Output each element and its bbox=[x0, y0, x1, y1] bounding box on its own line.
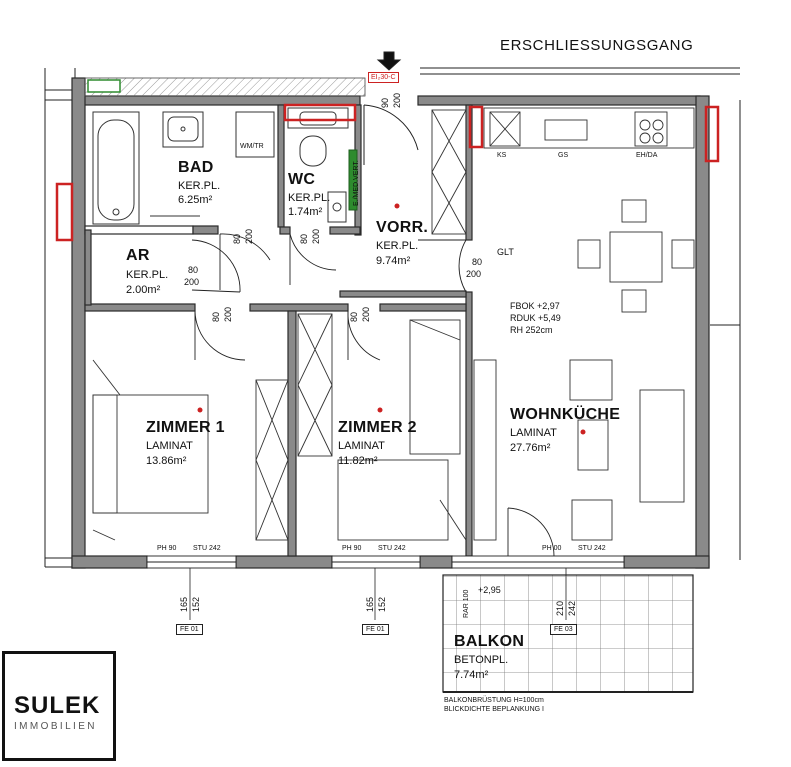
window-tag: FE 01 bbox=[176, 624, 203, 635]
kitchen-door-width: 80 bbox=[472, 257, 483, 267]
window-tag: FE 01 bbox=[362, 624, 389, 635]
room-area: 9.74m² bbox=[376, 255, 411, 267]
bad-sink bbox=[162, 111, 204, 148]
window-dim-2: 152 bbox=[377, 596, 387, 612]
wc-door-height: 200 bbox=[311, 228, 321, 244]
window-parapet: PH 90 bbox=[157, 545, 177, 552]
window-dim-1: 165 bbox=[365, 596, 375, 612]
gs-label: GS bbox=[558, 152, 569, 159]
entry-door-height: 200 bbox=[392, 92, 402, 108]
level-fbok: FBOK +2,97 bbox=[510, 301, 560, 311]
zimmer2-door-width: 80 bbox=[349, 311, 359, 322]
zimmer2-door-height: 200 bbox=[361, 306, 371, 322]
window-tag: FE 03 bbox=[550, 624, 577, 635]
corridor-label: ERSCHLIESSUNGSGANG bbox=[500, 37, 694, 54]
room-name: BAD bbox=[178, 159, 214, 176]
walls bbox=[71, 77, 710, 569]
window-dim-1: 210 bbox=[555, 600, 565, 616]
window-dim-1: 165 bbox=[179, 596, 189, 612]
window-height: STU 242 bbox=[193, 545, 221, 552]
window-height: STU 242 bbox=[578, 545, 606, 552]
room-name: WC bbox=[288, 171, 316, 188]
building-context bbox=[44, 67, 741, 568]
window-height: STU 242 bbox=[378, 545, 406, 552]
window-parapet: PH 90 bbox=[342, 545, 362, 552]
room-name: VORR. bbox=[376, 219, 429, 236]
washer bbox=[235, 111, 275, 158]
beds bbox=[92, 359, 467, 541]
wc-door-width: 80 bbox=[299, 233, 309, 244]
zimmer1-door-height: 200 bbox=[223, 306, 233, 322]
logo-name: SULEK bbox=[14, 692, 101, 719]
room-floor: LAMINAT bbox=[338, 440, 385, 452]
balcony-note-1: BALKONBRÜSTUNG H=100cm bbox=[444, 697, 544, 704]
bad-door-width: 80 bbox=[232, 233, 242, 244]
room-floor: BETONPL. bbox=[454, 654, 509, 666]
sofa bbox=[473, 359, 685, 541]
room-area: 6.25m² bbox=[178, 194, 213, 206]
door-arcs bbox=[191, 233, 555, 557]
room-floor: KER.PL. bbox=[376, 240, 419, 252]
glt-label: GLT bbox=[497, 247, 514, 257]
dining-table bbox=[577, 199, 695, 313]
room-area: 7.74m² bbox=[454, 669, 489, 681]
room-floor: KER.PL. bbox=[288, 192, 331, 204]
level-rh: RH 252cm bbox=[510, 325, 553, 335]
room-floor: LAMINAT bbox=[146, 440, 193, 452]
room-name: ZIMMER 2 bbox=[338, 419, 417, 436]
kitchen-counter bbox=[483, 107, 695, 149]
corridor-edge bbox=[84, 77, 366, 97]
room-name: WOHNKÜCHE bbox=[510, 406, 621, 423]
kitchen-door-height: 200 bbox=[466, 269, 482, 279]
room-area: 13.86m² bbox=[146, 455, 187, 467]
room-name: ZIMMER 1 bbox=[146, 419, 225, 436]
ar-door-height: 200 bbox=[184, 277, 200, 287]
windows bbox=[146, 555, 625, 569]
bad-door-height: 200 bbox=[244, 228, 254, 244]
logo-subtitle: IMMOBILIEN bbox=[14, 721, 97, 732]
balcony-note-2: BLICKDICHTE BEPLANKUNG I bbox=[444, 706, 544, 713]
level-rduk: RDUK +5,49 bbox=[510, 313, 561, 323]
entry-door-width: 90 bbox=[380, 97, 390, 108]
wc-red-vent bbox=[283, 103, 357, 122]
ar-door-width: 80 bbox=[188, 265, 199, 275]
room-name: BALKON bbox=[454, 633, 525, 650]
wc-basin bbox=[287, 107, 349, 223]
room-floor: KER.PL. bbox=[126, 269, 169, 281]
room-name: AR bbox=[126, 247, 150, 264]
room-area: 11.82m² bbox=[338, 455, 378, 467]
room-area: 1.74m² bbox=[288, 206, 323, 218]
room-area: 2.00m² bbox=[126, 284, 161, 296]
window-dim-2: 152 bbox=[191, 596, 201, 612]
room-area: 27.76m² bbox=[510, 442, 551, 454]
washer-label: WM/TR bbox=[240, 143, 264, 150]
kitchen-red-units bbox=[55, 105, 720, 242]
window-dim-2: 242 bbox=[567, 600, 577, 616]
sulek-logo: SULEK IMMOBILIEN bbox=[2, 651, 116, 761]
meter-box bbox=[348, 149, 358, 211]
entrance-door bbox=[363, 51, 419, 165]
wardrobes bbox=[255, 109, 467, 541]
level-balkon: +2,95 bbox=[478, 585, 501, 595]
zimmer1-door-width: 80 bbox=[211, 311, 221, 322]
ks-label: KS bbox=[497, 152, 507, 159]
eh-da-label: EH/DA bbox=[636, 152, 658, 159]
bathtub bbox=[92, 111, 140, 225]
room-floor: KER.PL. bbox=[178, 180, 221, 192]
meter-label: E./MED.VERT. bbox=[353, 160, 360, 206]
smoke-detectors bbox=[197, 203, 586, 435]
entrance-door-rating: EI₂30-C bbox=[368, 72, 399, 83]
room-floor: LAMINAT bbox=[510, 427, 557, 439]
window-parapet: PH 00 bbox=[542, 545, 562, 552]
rar-label: RAR 100 bbox=[463, 589, 470, 618]
